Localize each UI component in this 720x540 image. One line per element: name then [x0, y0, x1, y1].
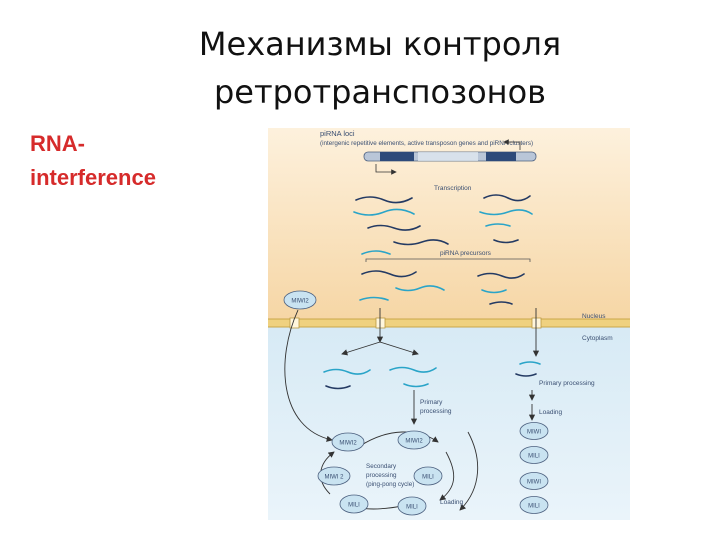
svg-text:MIWI2: MIWI2	[339, 441, 357, 447]
side-label-line-1: RNA-	[30, 131, 85, 156]
cytoplasmic-transcripts	[323, 361, 541, 390]
pathway-diagram: piRNA loci (intergenic repetitive elemen…	[268, 128, 630, 520]
precursor-bracket	[365, 258, 531, 262]
side-label: RNA- interference	[30, 127, 156, 195]
side-label-line-2: interference	[30, 165, 156, 190]
primary-processing-center-2: processing	[420, 408, 452, 415]
primary-processing-center-1: Primary	[420, 399, 443, 406]
secondary-processing-3: (ping-pong cycle)	[366, 481, 414, 488]
nuclear-pore	[375, 317, 386, 329]
cytoplasm-label: Cytoplasm	[582, 335, 613, 342]
node-miwi2-c: MIWI 2	[317, 466, 351, 486]
secondary-processing-2: processing	[366, 472, 397, 479]
svg-text:MILI: MILI	[348, 503, 360, 509]
svg-text:MIWI: MIWI	[527, 480, 541, 486]
loading-right: Loading	[539, 409, 563, 416]
node-stack-3: MIWI	[519, 472, 549, 490]
precursor-transcripts-lower	[359, 270, 525, 305]
nucleus-label: Nucleus	[582, 313, 606, 320]
svg-text:MIWI 2: MIWI 2	[325, 475, 345, 481]
nuclear-miwi2-label: MIWI2	[291, 299, 309, 305]
svg-text:MILI: MILI	[406, 505, 418, 511]
dna-locus	[363, 139, 537, 175]
svg-text:MILI: MILI	[528, 504, 540, 510]
svg-text:MILI: MILI	[422, 475, 434, 481]
node-mili-b: MILI	[339, 494, 369, 514]
nuclear-miwi2: MIWI2	[283, 290, 317, 310]
svg-text:MIWI: MIWI	[527, 430, 541, 436]
primary-processing-right: Primary processing	[539, 380, 595, 387]
precursors-label: piRNA precursors	[440, 250, 492, 257]
secondary-processing-1: Secondary	[366, 463, 397, 470]
transcription-label: Transcription	[434, 185, 472, 192]
loci-title: piRNA loci	[320, 129, 355, 138]
node-mili-c: MILI	[397, 496, 427, 516]
cytoplasm-region	[268, 326, 630, 520]
loci-subtitle: (intergenic repetitive elements, active …	[320, 140, 533, 147]
pirna-pathway-figure: piRNA loci (intergenic repetitive elemen…	[268, 128, 630, 520]
export-arrows	[341, 308, 540, 357]
node-stack-2: MILI	[519, 446, 549, 464]
node-stack-4: MILI	[519, 496, 549, 514]
node-miwi2-b: MIWI2	[397, 430, 431, 450]
nuclear-membrane	[268, 319, 630, 327]
slide-title-line-2: ретротранспозонов	[213, 73, 547, 111]
loading-bottom: Loading	[440, 499, 464, 506]
return-arrow	[284, 309, 333, 442]
slide-title: Механизмы контроля ретротранспозонов	[100, 20, 660, 116]
svg-text:MIWI2: MIWI2	[405, 439, 423, 445]
node-mili-a: MILI	[413, 466, 443, 486]
node-stack-1: MIWI	[519, 422, 549, 440]
slide-title-line-1: Механизмы контроля	[198, 25, 562, 63]
nuclear-pore	[531, 317, 542, 329]
precursor-transcripts	[353, 194, 533, 255]
node-miwi2-a: MIWI2	[331, 432, 365, 452]
svg-text:MILI: MILI	[528, 454, 540, 460]
